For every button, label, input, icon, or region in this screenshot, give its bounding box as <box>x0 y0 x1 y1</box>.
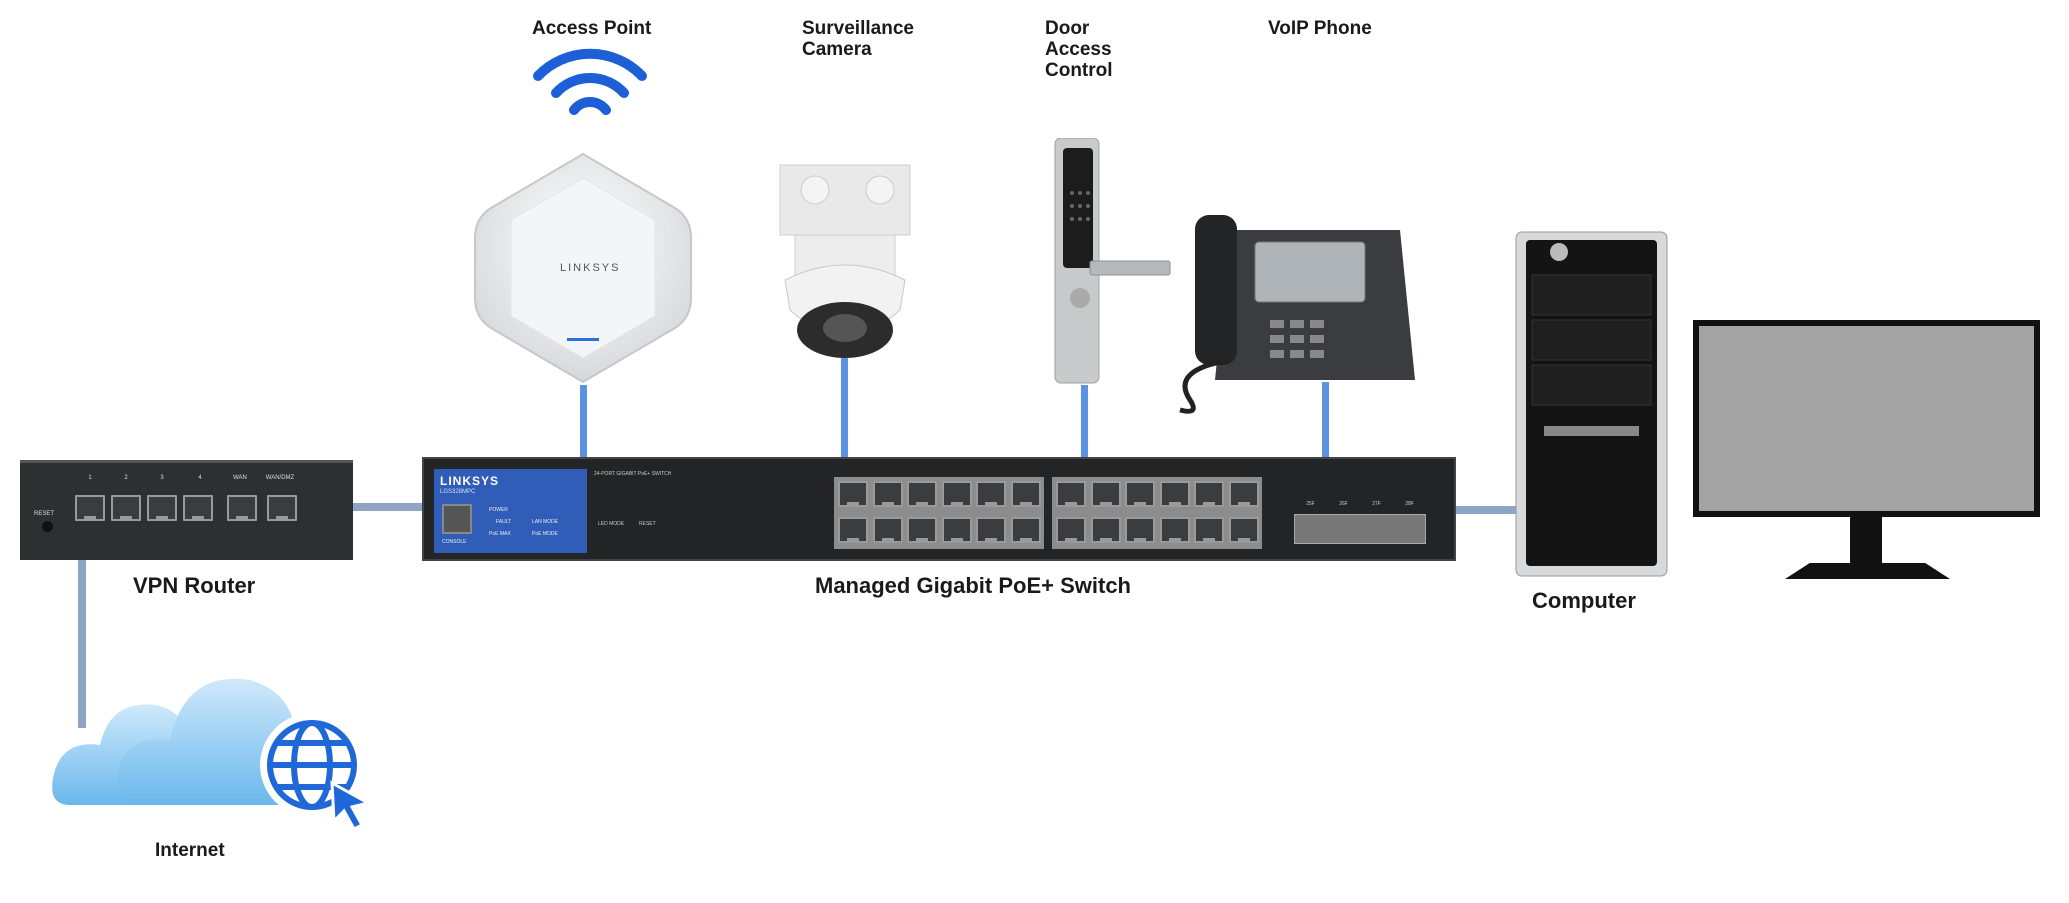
led-label: PoE MAX <box>489 531 511 537</box>
router-port-label: 1 <box>88 475 92 481</box>
computer-tower <box>1515 231 1668 577</box>
led-mode-button[interactable]: LED MODE <box>598 521 625 527</box>
switch-port <box>1159 481 1190 507</box>
link-router-internet <box>78 558 86 728</box>
router-port-wan <box>227 495 257 521</box>
surveillance-camera-device <box>779 164 911 358</box>
wifi-icon <box>533 48 647 115</box>
router-port-label: WAN <box>233 475 247 481</box>
switch-model: LGS328MPC <box>440 489 476 495</box>
switch-port <box>907 517 937 543</box>
switch-port <box>976 481 1006 507</box>
switch-port <box>1228 517 1259 543</box>
monitor-base <box>1785 563 1950 579</box>
router-port-label: 3 <box>160 475 164 481</box>
router-port-label: 4 <box>198 475 202 481</box>
switch-port <box>838 481 868 507</box>
vpn-router-device: RESET 1 2 3 4 WAN WAN/DMZ <box>20 460 353 560</box>
led-label: POWER <box>489 507 508 513</box>
label-voip-phone: VoIP Phone <box>1268 18 1372 39</box>
switch-port <box>941 481 972 507</box>
switch-brand: LINKSYS <box>440 474 500 488</box>
reset-button[interactable]: RESET <box>639 521 656 527</box>
switch-port <box>1056 517 1086 543</box>
console-port <box>442 504 472 534</box>
label-vpn-router: VPN Router <box>133 573 256 598</box>
led-label: LAN MODE <box>532 519 559 525</box>
switch-port <box>976 517 1006 543</box>
sfp-label: 26F <box>1339 501 1348 507</box>
switch-port <box>1125 517 1155 543</box>
switch-port <box>1056 481 1086 507</box>
console-label: CONSOLE <box>442 539 467 545</box>
router-port <box>183 495 213 521</box>
router-port-label: 2 <box>124 475 128 481</box>
link-ap <box>580 385 587 460</box>
monitor <box>1693 320 2040 517</box>
switch-port <box>838 517 868 543</box>
port-block-1 <box>834 477 1044 549</box>
sfp-label: 28F <box>1405 501 1414 507</box>
switch-port <box>907 481 937 507</box>
switch-port <box>1194 517 1224 543</box>
link-camera <box>841 358 848 460</box>
sfp-label: 25F <box>1306 501 1315 507</box>
ap-brand: LINKSYS <box>560 262 621 274</box>
switch-port <box>1194 481 1224 507</box>
link-switch-computer <box>1454 506 1518 514</box>
led-label: PoE MODE <box>532 531 558 537</box>
monitor-stand <box>1850 517 1882 567</box>
sfp-label: 27F <box>1372 501 1381 507</box>
label-internet: Internet <box>155 840 225 861</box>
link-door <box>1081 385 1088 460</box>
router-port <box>111 495 141 521</box>
switch-device: LINKSYS LGS328MPC CONSOLE POWER FAULT Po… <box>422 457 1456 561</box>
switch-port <box>1159 517 1190 543</box>
sfp-block <box>1294 514 1426 544</box>
voip-phone-device <box>1179 215 1415 414</box>
router-port-dmz <box>267 495 297 521</box>
router-reset-button[interactable] <box>42 521 53 532</box>
label-computer: Computer <box>1532 588 1636 613</box>
label-door-access-control: Door Access Control <box>1045 18 1113 81</box>
label-switch: Managed Gigabit PoE+ Switch <box>815 573 1131 598</box>
port-block-2 <box>1052 477 1262 549</box>
switch-port <box>1010 517 1041 543</box>
switch-port <box>1090 517 1121 543</box>
access-point-device <box>474 152 692 384</box>
link-voip <box>1322 382 1329 460</box>
switch-port <box>872 481 903 507</box>
switch-port <box>1125 481 1155 507</box>
router-reset-label: RESET <box>34 511 55 517</box>
door-access-device <box>1054 138 1171 384</box>
switch-port <box>941 517 972 543</box>
link-router-switch <box>350 503 425 511</box>
switch-port <box>1010 481 1041 507</box>
switch-title: 24-PORT GIGABIT PoE+ SWITCH <box>594 471 672 477</box>
switch-port <box>1090 481 1121 507</box>
internet-cloud-icon <box>52 678 373 831</box>
label-access-point: Access Point <box>532 18 652 39</box>
router-port <box>147 495 177 521</box>
switch-port <box>872 517 903 543</box>
switch-port <box>1228 481 1259 507</box>
switch-blue-panel: LINKSYS LGS328MPC CONSOLE POWER FAULT Po… <box>434 469 587 553</box>
router-port-label: WAN/DMZ <box>265 475 295 481</box>
led-label: FAULT <box>496 519 512 525</box>
router-port <box>75 495 105 521</box>
label-surveillance-camera: Surveillance Camera <box>802 18 914 60</box>
